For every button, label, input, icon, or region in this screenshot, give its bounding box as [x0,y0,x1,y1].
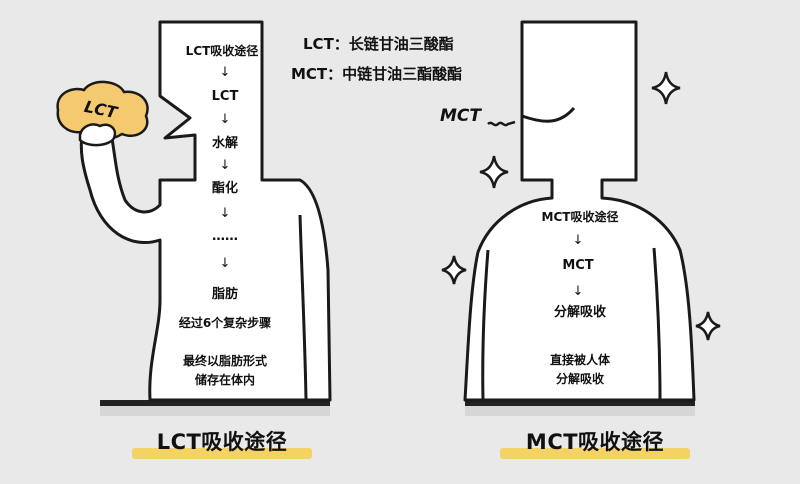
left-figure-body [79,20,332,402]
left-caption-highlight [132,448,312,459]
sparkle-icon [695,311,721,341]
right-down-arrow: ↓ [572,284,584,299]
sparkle-icon [479,155,509,189]
right-step-breakdown: 分解吸收 [553,305,606,320]
sparkle-icon [441,255,467,285]
left-down-arrow: ↓ [219,206,231,221]
left-arm-line [298,214,308,401]
mct-squiggle [487,120,516,127]
right-arm-line-left [481,249,490,401]
right-result-line2: 分解吸收 [555,372,604,386]
left-step-lct: LCT [211,89,239,104]
right-mouth [521,106,576,123]
left-down-arrow: ↓ [219,158,231,173]
left-result-line2: 储存在体内 [194,373,255,387]
mct-mouth-label: MCT [440,106,481,126]
legend-lct: LCT：长链甘油三酸酯 [303,35,454,53]
left-step-fat: 脂肪 [211,287,238,302]
left-step-esterification: 酯化 [211,181,238,196]
right-result-line1: 直接被人体 [549,353,610,367]
legend-mct: MCT：中链甘油三酯酸酯 [291,65,463,83]
left-down-arrow: ↓ [219,65,231,80]
left-step-hydrolysis: 水解 [211,136,238,151]
left-floor-shadow [100,406,330,416]
right-arm-line-right [652,247,662,401]
left-down-arrow: ↓ [219,112,231,127]
left-hand [78,123,117,147]
right-caption-highlight [500,448,690,459]
left-note: 经过6个复杂步骤 [178,316,272,330]
left-step-ellipsis: …… [212,229,238,244]
left-down-arrow: ↓ [219,256,231,271]
left-result-line1: 最终以脂肪形式 [182,354,267,368]
sparkle-icon [651,71,681,105]
right-caption: MCT吸收途径 [525,430,665,454]
right-down-arrow: ↓ [572,233,584,248]
left-caption: LCT吸收途径 [156,430,288,454]
right-floor-shadow [465,406,695,416]
right-step-title: MCT吸收途径 [541,210,619,224]
left-floor-line [100,400,330,406]
right-floor-line [465,400,695,406]
right-step-mct: MCT [562,258,594,273]
left-step-title: LCT吸收途径 [185,44,259,58]
